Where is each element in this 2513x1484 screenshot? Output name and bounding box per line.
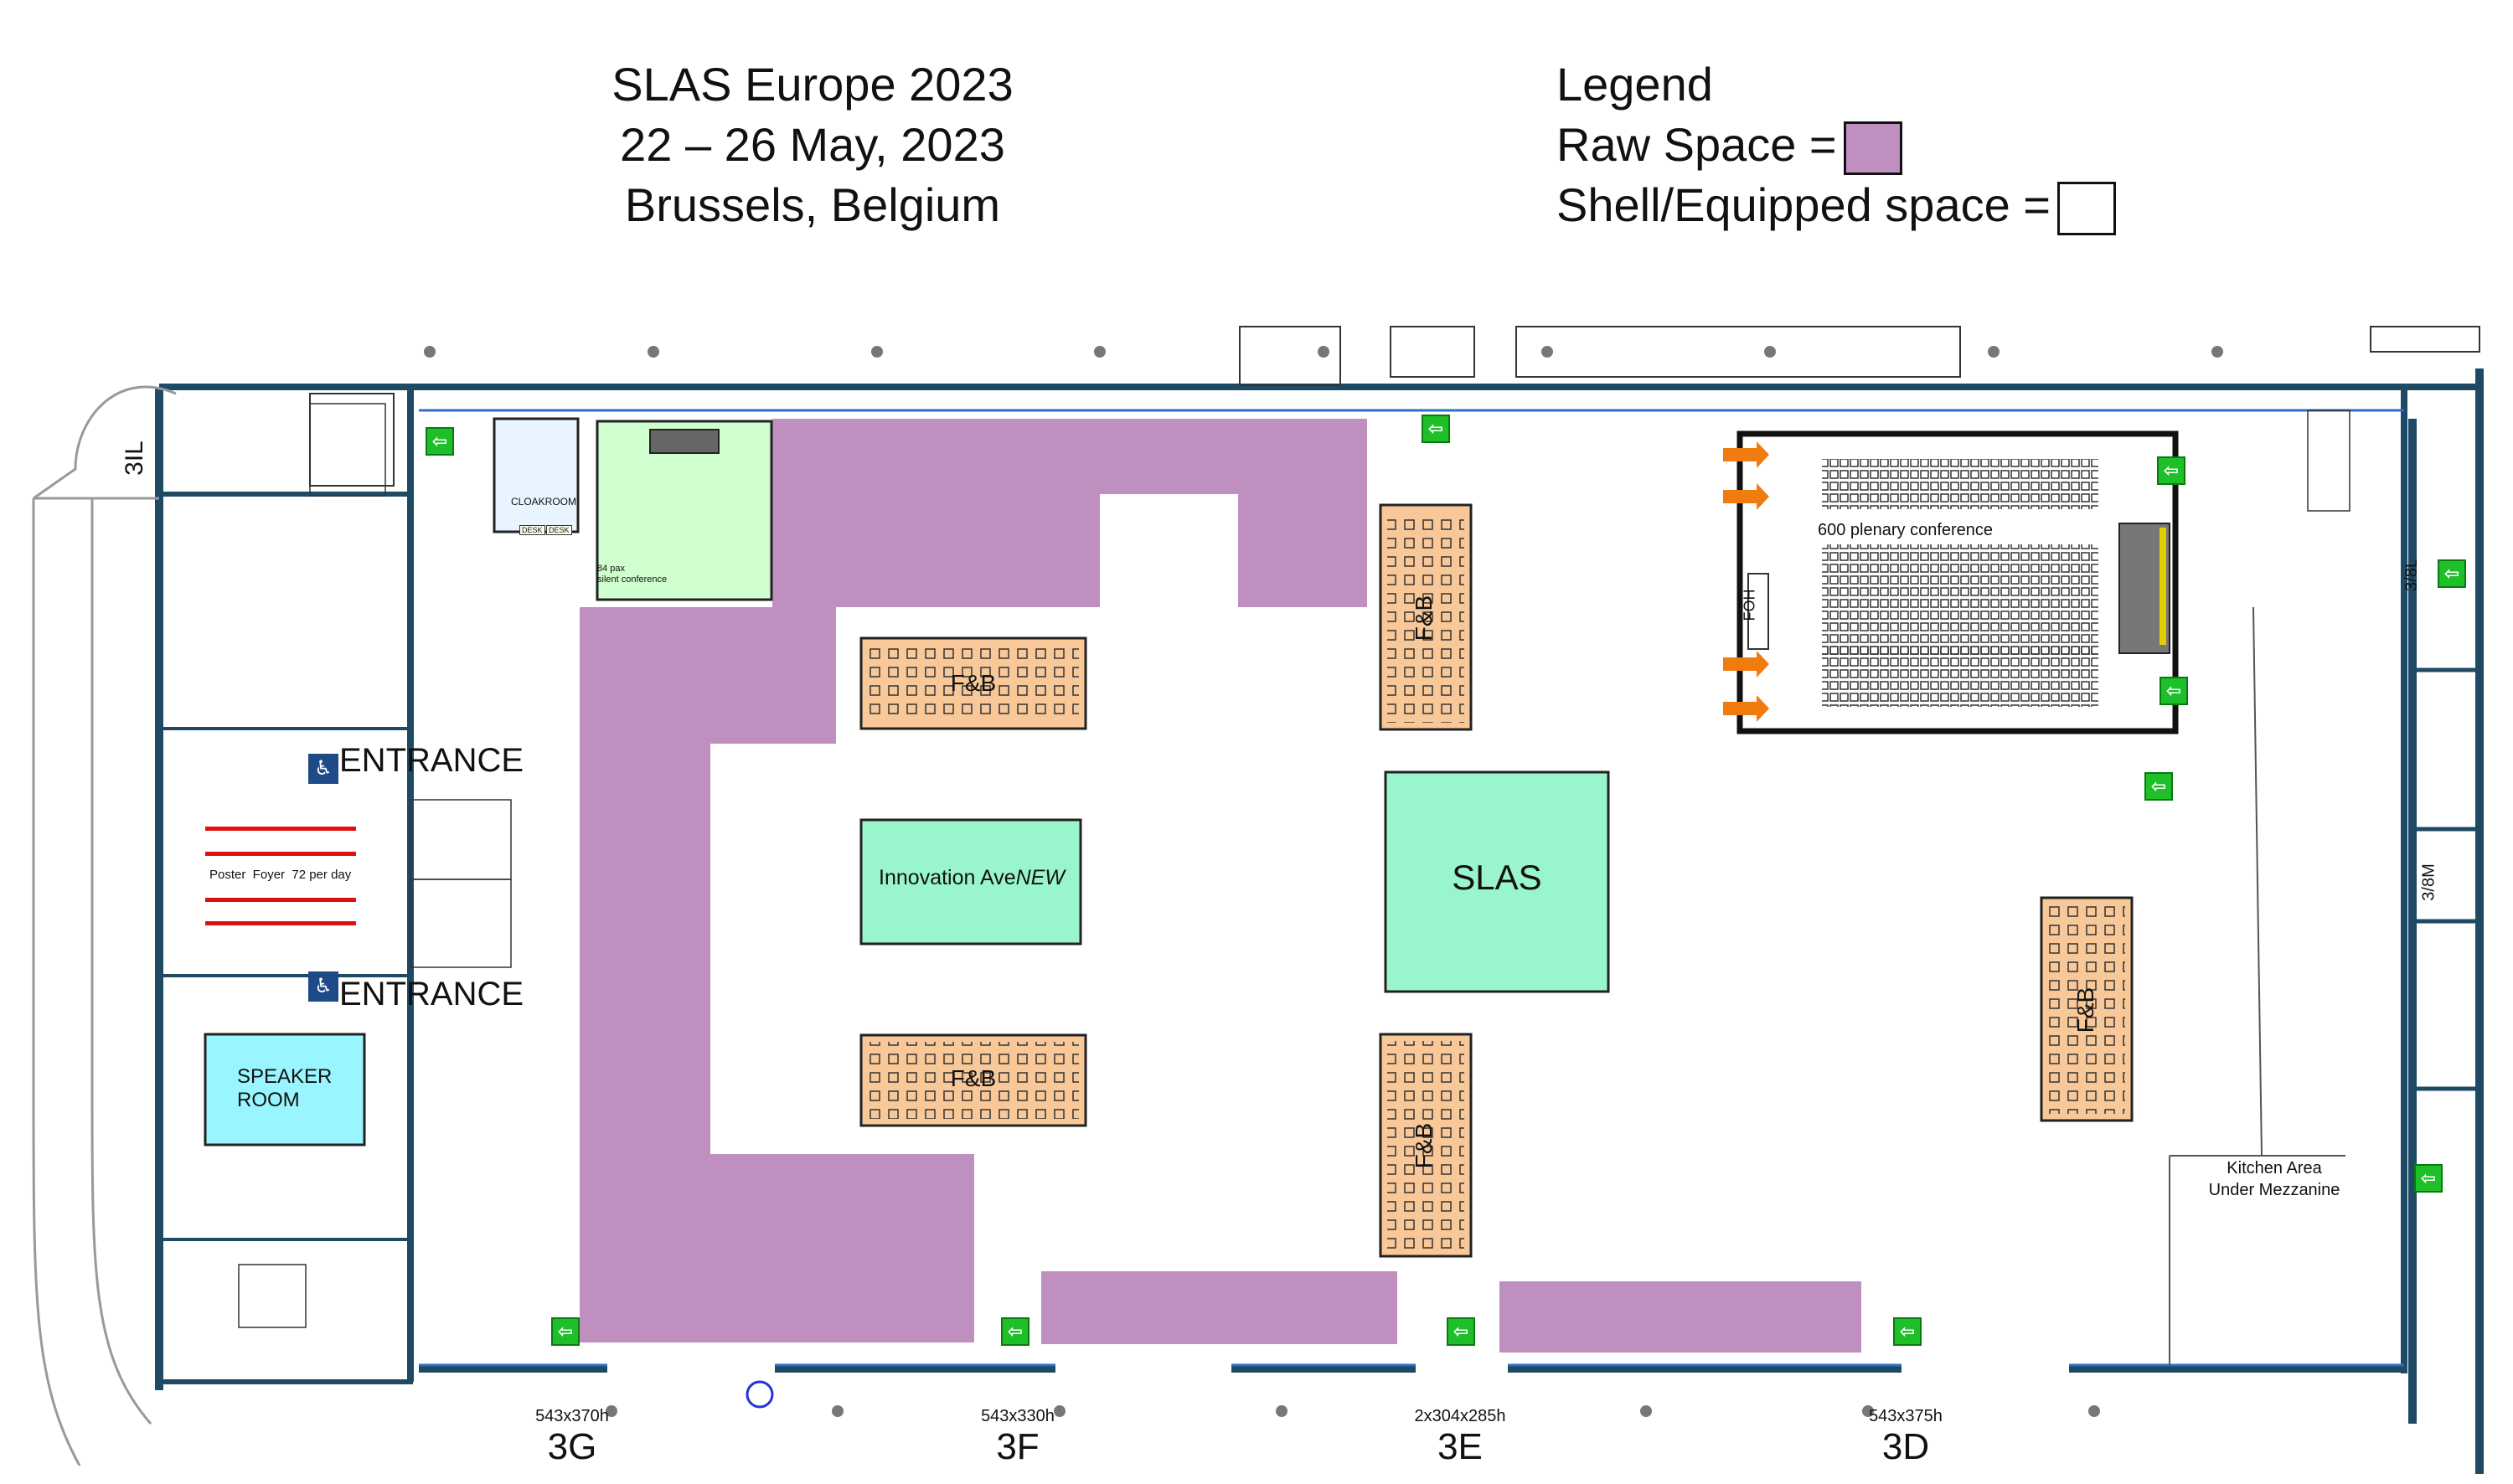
exit-sign-icon: ⇦ [1447,1317,1475,1346]
wheelchair-icon: ♿ [308,971,338,1002]
plenary-room [1723,430,2179,734]
exit-sign-icon: ⇦ [2144,772,2173,801]
slas-booth [1384,770,1610,993]
door-3f: 543x330h 3F [976,1407,1060,1468]
fb-label: F&B [1411,595,1437,642]
fb-label: F&B [2072,987,2098,1033]
exit-sign-icon: ⇦ [2157,456,2185,485]
raw-space [580,419,1861,1353]
fb-label: F&B [1411,1122,1437,1169]
door-gaps [607,1361,2069,1376]
raw-space-3e [1499,1281,1861,1353]
legend-raw-swatch [1843,121,1902,176]
speaker-room-label: SPEAKER ROOM [237,1065,332,1112]
exit-sign-icon: ⇦ [2438,559,2466,588]
door-3d: 543x375h 3D [1864,1407,1948,1468]
raw-space-3f [1041,1271,1397,1344]
desk-label: DESK [519,525,545,535]
stage-screen [649,429,720,454]
speaker-room-label-2: ROOM [237,1089,300,1111]
kitchen-label-1: Kitchen Area [2227,1159,2322,1177]
exit-sign-icon: ⇦ [426,427,454,456]
plenary-label: 600 plenary conference [1818,521,1994,539]
legend: Legend Raw Space = Shell/Equipped space … [1556,54,2116,236]
poster-foyer-label: Poster Foyer 72 per day [209,868,352,882]
cloakroom-label: CLOAKROOM [511,496,577,508]
legend-title: Legend [1556,58,1713,111]
silent-conference-label-1: 84 pax [597,564,626,574]
hall-3il-label: 3IL [120,441,148,476]
event-title: SLAS Europe 2023 22 – 26 May, 2023 Bruss… [536,54,1089,235]
legend-shell-label: Shell/Equipped space = [1556,178,2051,232]
innovation-ave-new: NEW [1015,866,1065,889]
speaker-room-label-1: SPEAKER [237,1065,333,1088]
exit-sign-icon: ⇦ [1001,1317,1029,1346]
columns [424,346,2223,1417]
exit-sign-icon: ⇦ [2414,1164,2443,1193]
wheelchair-icon: ♿ [308,754,338,784]
poster-boards [205,827,356,925]
entrance-top-label: ENTRANCE [339,742,524,779]
legend-shell: Shell/Equipped space = [1556,175,2116,236]
silent-conference-label-2: silent conference [597,575,668,585]
exit-sign-icon: ⇦ [1893,1317,1922,1346]
legend-shell-swatch [2057,182,2116,236]
door-3d-name: 3D [1881,1426,1930,1467]
kitchen-label-2: Under Mezzanine [2208,1181,2340,1199]
door-3e: 2x304x285h 3E [1410,1407,1510,1468]
event-name: SLAS Europe 2023 [611,58,1014,111]
bottom-marker [746,1380,774,1409]
silent-conference-label: 84 pax silent conference [597,564,667,585]
desk-label: DESK [546,525,572,535]
booths [204,417,1610,1146]
exit-sign-icon: ⇦ [1422,415,1450,443]
building-curve [32,385,177,1466]
event-location: Brussels, Belgium [624,178,1001,231]
door-3d-dims: 543x375h [1869,1407,1943,1425]
raw-space-main [580,419,1367,1342]
door-3g: 543x370h 3G [530,1407,614,1468]
speaker-room [204,1033,366,1146]
slas-label: SLAS [1452,858,1542,897]
fb-label: F&B [950,1065,997,1091]
door-3e-dims: 2x304x285h [1414,1407,1506,1425]
cloakroom-area [493,417,580,533]
innovation-ave-main: Innovation Ave [879,866,1016,889]
stairs [238,403,2350,1328]
legend-raw: Raw Space = [1556,115,2116,176]
entrance-bottom-label: ENTRANCE [339,976,524,1013]
door-3g-dims: 543x370h [535,1407,609,1425]
hall-38l-label: 3/8L [2402,559,2421,591]
fb-label: F&B [950,670,997,696]
hall-walls [155,368,2484,1474]
kitchen-label: Kitchen Area Under Mezzanine [2186,1157,2362,1201]
exit-sign-icon: ⇦ [551,1317,580,1346]
exit-sign-icon: ⇦ [2160,677,2188,705]
event-dates: 22 – 26 May, 2023 [620,118,1005,171]
hall-38m-label: 3/8M [2419,863,2438,901]
foh-label: FOH [1741,589,1758,621]
fb-table-grid [868,512,2125,1250]
door-3e-name: 3E [1437,1426,1483,1467]
innovation-ave-booth [859,818,1082,946]
door-3f-name: 3F [996,1426,1040,1467]
legend-raw-label: Raw Space = [1556,118,1837,171]
top-structures [309,326,2480,487]
door-3g-name: 3G [547,1426,597,1467]
innovation-ave-label: Innovation AveNEW [863,866,1081,890]
door-3f-dims: 543x330h [981,1407,1055,1425]
